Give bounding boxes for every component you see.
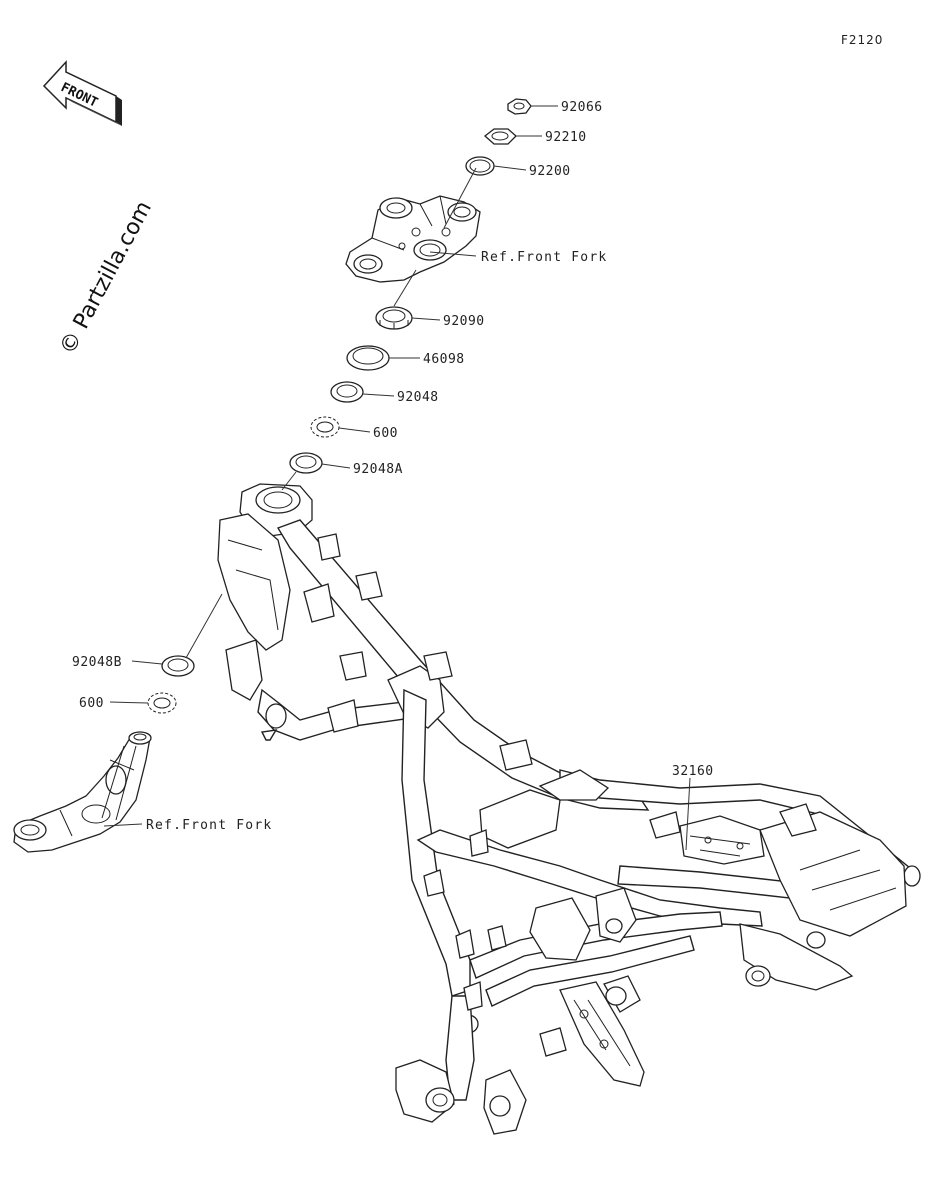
callout-92200: 92200 [529,164,571,179]
leader-lines [103,105,691,851]
watermark: © Partzilla.com [55,197,157,359]
front-direction-arrow-icon: FRONT [42,60,122,126]
callout-92090: 92090 [443,314,485,329]
stem-nut-92090-part [375,306,413,330]
callout-600-lower: 600 [79,696,104,711]
washer-92200-part [465,156,495,176]
race-92048b-part [161,655,195,677]
lower-bracket-part [13,731,152,853]
diagram-code: F2120 [841,33,883,47]
callout-92066: 92066 [561,100,603,115]
callout-600-upper: 600 [373,426,398,441]
dust-cap-46098-part [346,345,390,371]
upper-bracket-part [345,195,481,283]
callout-32160: 32160 [672,764,714,779]
callout-92210: 92210 [545,130,587,145]
locknut-92210-part [483,128,517,145]
frame-part [217,483,921,1135]
callout-ref-front-fork-upper: Ref.Front Fork [481,250,607,265]
nut-92066-part [507,98,532,115]
callout-92048a: 92048A [353,462,403,477]
bearing-600-upper-part [310,416,340,438]
callout-46098: 46098 [423,352,465,367]
callout-92048: 92048 [397,390,439,405]
bearing-600-lower-part [147,692,177,714]
callout-92048b: 92048B [72,655,122,670]
race-92048-part [330,381,364,403]
race-92048a-part [289,452,323,474]
callout-ref-front-fork-lower: Ref.Front Fork [146,818,272,833]
